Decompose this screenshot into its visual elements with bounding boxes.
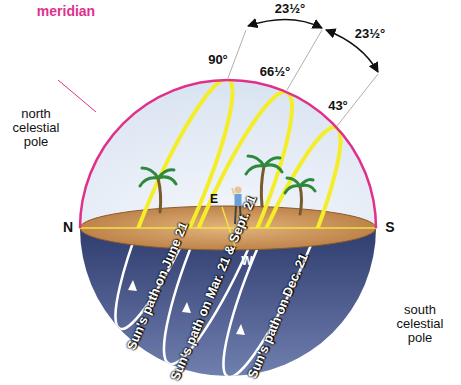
altitude-label: 66½°: [260, 65, 291, 79]
angle-label: 23½°: [275, 2, 306, 16]
altitude-label: 90°: [208, 53, 228, 67]
sun-paths-below: [98, 70, 358, 385]
pole-label: south celestial pole: [389, 303, 451, 346]
direction-label: W: [241, 255, 252, 268]
angle-tick: [228, 30, 246, 78]
meridian-label: meridian: [37, 4, 95, 19]
pole-label: north celestial pole: [5, 107, 67, 150]
angle-label: 23½°: [355, 27, 386, 41]
sun-path-label: Sun's path on Dec. 21: [245, 251, 311, 380]
altitude-label: 43°: [328, 99, 348, 113]
direction-label: S: [385, 220, 394, 235]
sun-paths-above: [98, 70, 358, 385]
direction-label: E: [210, 193, 218, 206]
meridian-arc: [80, 80, 376, 228]
direction-label: N: [63, 220, 73, 235]
meridian-leader: [58, 80, 96, 112]
angle-arrow: [248, 19, 322, 28]
angle-tick: [287, 30, 322, 90]
palm-trees: [140, 156, 315, 214]
north-south-line: [80, 227, 376, 229]
sun-path-label: Sun's path on June 21: [125, 220, 192, 352]
